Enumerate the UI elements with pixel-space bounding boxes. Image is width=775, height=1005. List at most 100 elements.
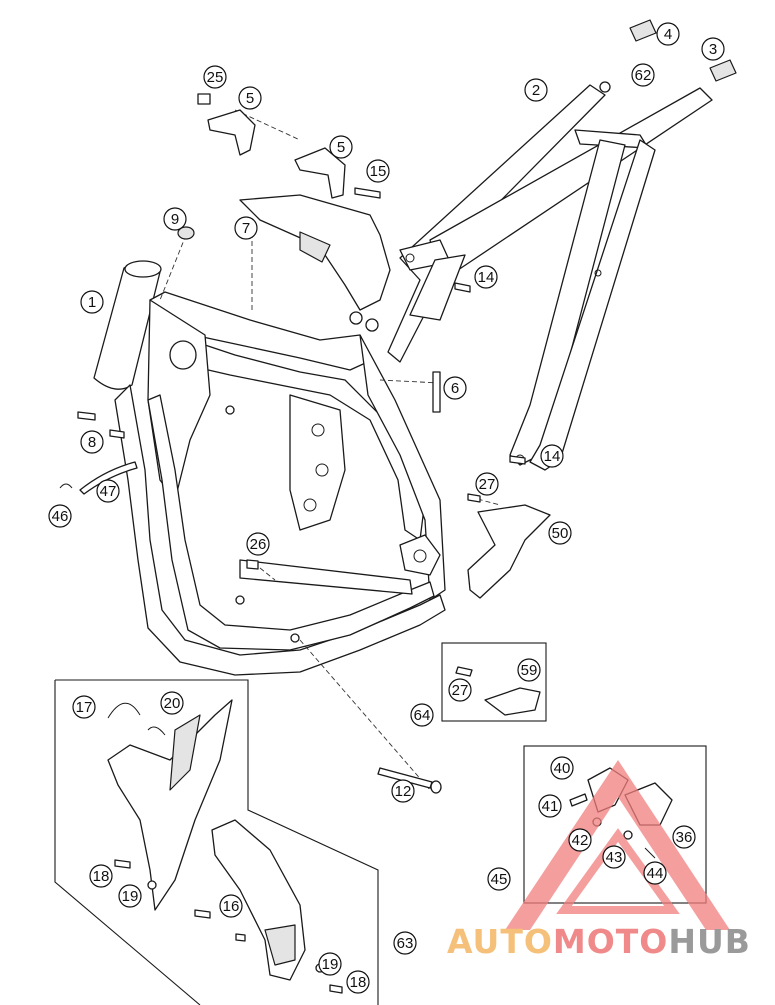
callout-number: 27 bbox=[452, 682, 469, 699]
callout-16: 16 bbox=[219, 894, 243, 918]
callout-circle bbox=[475, 472, 499, 496]
callout-number: 50 bbox=[552, 525, 569, 542]
callout-number: 41 bbox=[542, 798, 559, 815]
callout-number: 9 bbox=[171, 211, 179, 228]
callout-circle bbox=[701, 37, 725, 61]
callout-number: 45 bbox=[491, 871, 508, 888]
callout-circle bbox=[448, 678, 472, 702]
callout-26: 26 bbox=[246, 532, 270, 556]
callout-circle bbox=[160, 691, 184, 715]
callout-number: 62 bbox=[635, 67, 652, 84]
callout-4: 4 bbox=[656, 22, 680, 46]
callout-number: 59 bbox=[521, 662, 538, 679]
callout-number: 43 bbox=[606, 849, 623, 866]
callout-circle bbox=[329, 135, 353, 159]
callout-circle bbox=[346, 970, 370, 994]
callout-36: 36 bbox=[672, 825, 696, 849]
callout-number: 26 bbox=[250, 536, 267, 553]
callout-number: 42 bbox=[572, 832, 589, 849]
callout-14: 14 bbox=[540, 444, 564, 468]
callout-number: 20 bbox=[164, 695, 181, 712]
callout-number: 8 bbox=[88, 434, 96, 451]
callout-circle bbox=[656, 22, 680, 46]
callout-number: 14 bbox=[478, 269, 495, 286]
callout-number: 18 bbox=[350, 974, 367, 991]
callout-19: 19 bbox=[118, 884, 142, 908]
callout-27: 27 bbox=[475, 472, 499, 496]
callout-number: 16 bbox=[223, 898, 240, 915]
callout-number: 25 bbox=[207, 69, 224, 86]
callout-number: 5 bbox=[246, 90, 254, 107]
callout-circle bbox=[89, 864, 113, 888]
callout-number: 2 bbox=[532, 82, 540, 99]
callout-6: 6 bbox=[443, 376, 467, 400]
callout-circle bbox=[391, 779, 415, 803]
callout-number: 5 bbox=[337, 139, 345, 156]
callout-62: 62 bbox=[631, 63, 655, 87]
callout-circle bbox=[643, 861, 667, 885]
watermark-moto: MOTO bbox=[552, 922, 669, 961]
callout-circle bbox=[517, 658, 541, 682]
callout-circle bbox=[246, 532, 270, 556]
callout-circle bbox=[393, 931, 417, 955]
callout-45: 45 bbox=[487, 867, 511, 891]
bracket-5b bbox=[294, 147, 346, 199]
callout-19: 19 bbox=[318, 952, 342, 976]
callout-number: 47 bbox=[100, 483, 117, 500]
callout-64: 64 bbox=[410, 703, 434, 727]
callout-number: 1 bbox=[88, 294, 96, 311]
callout-63: 63 bbox=[393, 931, 417, 955]
callout-2: 2 bbox=[524, 78, 548, 102]
callout-number: 40 bbox=[554, 760, 571, 777]
callout-circle bbox=[163, 207, 187, 231]
plug-3 bbox=[709, 59, 737, 82]
watermark-hub: HUB bbox=[668, 922, 751, 961]
callout-50: 50 bbox=[548, 521, 572, 545]
callout-number: 18 bbox=[93, 868, 110, 885]
callout-number: 14 bbox=[544, 448, 561, 465]
callout-number: 46 bbox=[52, 508, 69, 525]
callout-1: 1 bbox=[80, 290, 104, 314]
callout-42: 42 bbox=[568, 828, 592, 852]
callout-18: 18 bbox=[89, 864, 113, 888]
callout-circle bbox=[219, 894, 243, 918]
callout-number: 6 bbox=[451, 380, 459, 397]
small-parts bbox=[59, 19, 737, 794]
chain-guide-50 bbox=[467, 504, 551, 599]
callout-circle bbox=[234, 216, 258, 240]
callout-number: 36 bbox=[676, 829, 693, 846]
callout-circle bbox=[602, 845, 626, 869]
callout-number: 12 bbox=[395, 783, 412, 800]
callout-circle bbox=[548, 521, 572, 545]
callout-number: 64 bbox=[414, 707, 431, 724]
callout-circle bbox=[118, 884, 142, 908]
frame-guard-left bbox=[107, 699, 233, 911]
callout-44: 44 bbox=[643, 861, 667, 885]
rear-subframe bbox=[387, 84, 713, 471]
callout-circle bbox=[238, 86, 262, 110]
callout-circle bbox=[487, 867, 511, 891]
callout-circle bbox=[80, 290, 104, 314]
callout-number: 27 bbox=[479, 476, 496, 493]
callout-20: 20 bbox=[160, 691, 184, 715]
callout-7: 7 bbox=[234, 216, 258, 240]
watermark-logo bbox=[505, 760, 730, 930]
callout-circle bbox=[524, 78, 548, 102]
callout-circle bbox=[443, 376, 467, 400]
callout-41: 41 bbox=[538, 794, 562, 818]
callout-circle bbox=[474, 265, 498, 289]
callout-number: 4 bbox=[664, 26, 672, 43]
callout-18: 18 bbox=[346, 970, 370, 994]
box-63 bbox=[54, 679, 379, 1005]
callout-5: 5 bbox=[238, 86, 262, 110]
callout-circle bbox=[48, 504, 72, 528]
callout-circle bbox=[550, 756, 574, 780]
watermark-text: AUTOMOTOHUB bbox=[447, 922, 751, 961]
callout-circle bbox=[540, 444, 564, 468]
callout-46: 46 bbox=[48, 504, 72, 528]
callout-number: 44 bbox=[647, 865, 664, 882]
callout-circle bbox=[72, 695, 96, 719]
callout-27: 27 bbox=[448, 678, 472, 702]
callout-circle bbox=[96, 479, 120, 503]
